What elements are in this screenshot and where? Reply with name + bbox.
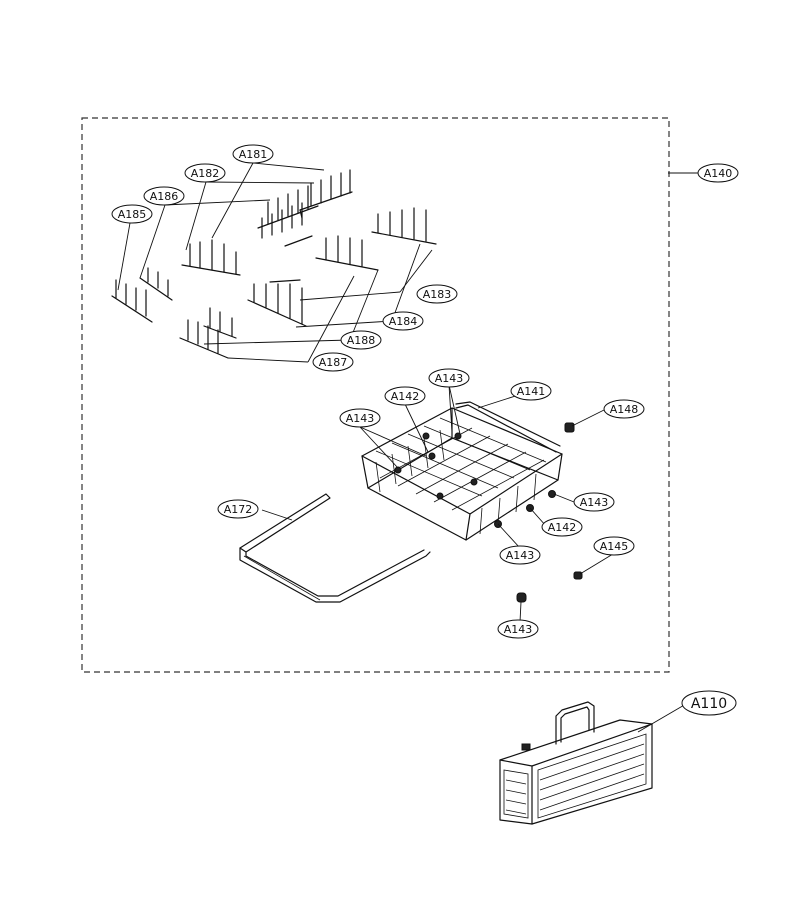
callout-a143-top: A143	[428, 368, 470, 388]
label-a110: A110	[691, 696, 727, 712]
tine-row-a182	[257, 185, 319, 247]
callout-a183: A183	[416, 284, 458, 304]
tine-leaders	[117, 162, 433, 363]
callout-a185: A185	[111, 204, 153, 224]
callout-a143-bottom: A143	[497, 619, 539, 639]
wheel-a143-loose	[516, 592, 527, 603]
label-a182: A182	[191, 167, 220, 180]
callout-a141: A141	[510, 381, 552, 401]
label-a143-mid: A143	[506, 549, 535, 562]
callout-a140: A140	[697, 163, 739, 183]
tine-row-a184	[247, 283, 307, 327]
tine-rows	[111, 169, 437, 359]
label-a143-bottom: A143	[504, 623, 533, 636]
lower-basket	[361, 401, 563, 541]
label-a143-right: A143	[580, 496, 609, 509]
tine-row-a187	[179, 307, 237, 359]
label-a181: A181	[239, 148, 268, 161]
rail-a172	[239, 493, 431, 603]
label-a172: A172	[224, 503, 253, 516]
label-a142-bottom: A142	[548, 521, 577, 534]
tine-row-a183	[371, 207, 437, 245]
callout-a142-bottom: A142	[541, 517, 583, 537]
label-a140: A140	[704, 167, 733, 180]
label-a188: A188	[347, 334, 376, 347]
callout-a181: A181	[232, 144, 274, 164]
callout-a187: A187	[312, 352, 354, 372]
label-a148: A148	[610, 403, 639, 416]
cutlery-basket-a110	[499, 701, 687, 825]
callout-a182: A182	[184, 163, 226, 183]
tine-row-a185	[111, 267, 173, 323]
label-a185: A185	[118, 208, 147, 221]
label-a143-top: A143	[435, 372, 464, 385]
assembly-frame	[81, 117, 670, 673]
basket-leaders	[359, 172, 698, 623]
callout-a184: A184	[382, 311, 424, 331]
label-a141: A141	[517, 385, 546, 398]
label-a145: A145	[600, 540, 629, 553]
callout-a186: A186	[143, 186, 185, 206]
label-a187: A187	[319, 356, 348, 369]
callout-a148: A148	[603, 399, 645, 419]
clip-a148	[564, 422, 575, 433]
label-a142-top: A142	[391, 390, 420, 403]
label-a183: A183	[423, 288, 452, 301]
callout-a145: A145	[593, 536, 635, 556]
callout-a143-left: A143	[339, 408, 381, 428]
callout-a142-top: A142	[384, 386, 426, 406]
callout-a188: A188	[340, 330, 382, 350]
tine-row-center	[181, 235, 379, 283]
label-a184: A184	[389, 315, 418, 328]
callout-a110: A110	[681, 690, 737, 716]
label-a186: A186	[150, 190, 179, 203]
tine-row-a181	[299, 169, 353, 219]
callout-a172: A172	[217, 499, 259, 519]
label-a143-left: A143	[346, 412, 375, 425]
callout-a143-right: A143	[573, 492, 615, 512]
callout-a143-mid: A143	[499, 545, 541, 565]
